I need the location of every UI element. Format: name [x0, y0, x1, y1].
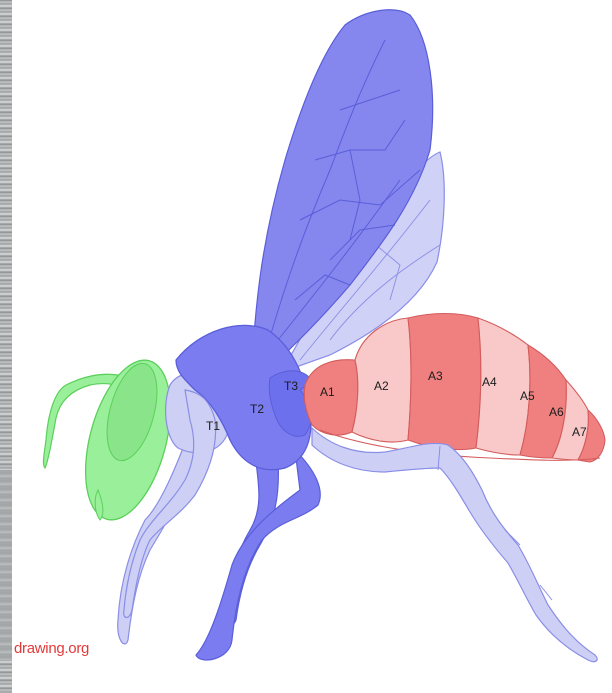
- label-t3: T3: [284, 379, 298, 393]
- abdomen-a3: [408, 314, 481, 450]
- label-t1: T1: [206, 419, 220, 433]
- label-a2: A2: [374, 379, 389, 393]
- credit-text: drawing.org: [14, 640, 89, 657]
- label-a1: A1: [320, 385, 335, 399]
- label-a7: A7: [572, 425, 587, 439]
- label-a5: A5: [520, 389, 535, 403]
- label-t2: T2: [250, 402, 264, 416]
- leg-hind: [312, 428, 597, 662]
- label-a6: A6: [549, 405, 564, 419]
- label-a4: A4: [482, 375, 497, 389]
- label-a3: A3: [428, 369, 443, 383]
